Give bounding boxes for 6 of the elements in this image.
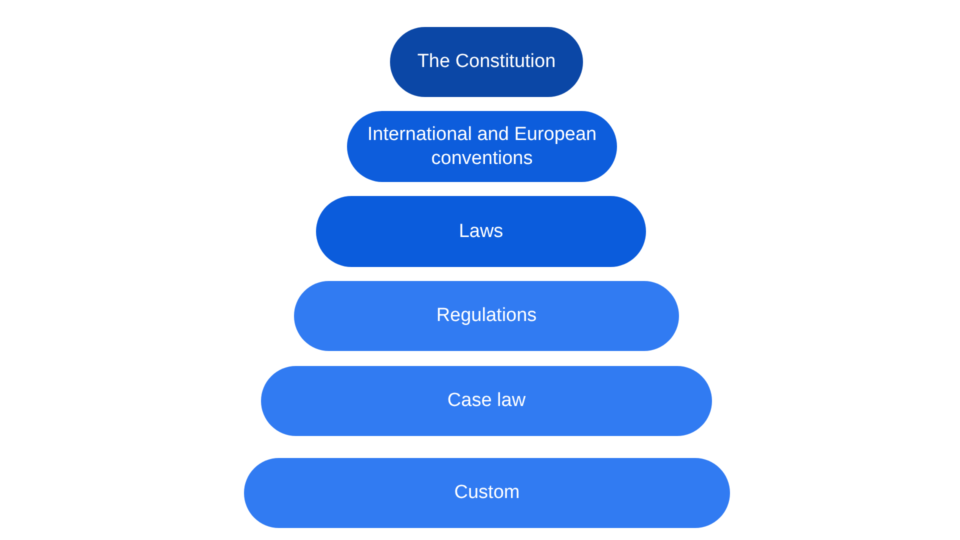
level-label: Laws (458, 220, 504, 244)
level-label: The Constitution (417, 50, 556, 74)
level-label: Regulations (436, 304, 537, 328)
level-label: International and European conventions (366, 122, 598, 170)
level-label: Custom (454, 481, 520, 505)
level-label: Case law (447, 389, 526, 413)
